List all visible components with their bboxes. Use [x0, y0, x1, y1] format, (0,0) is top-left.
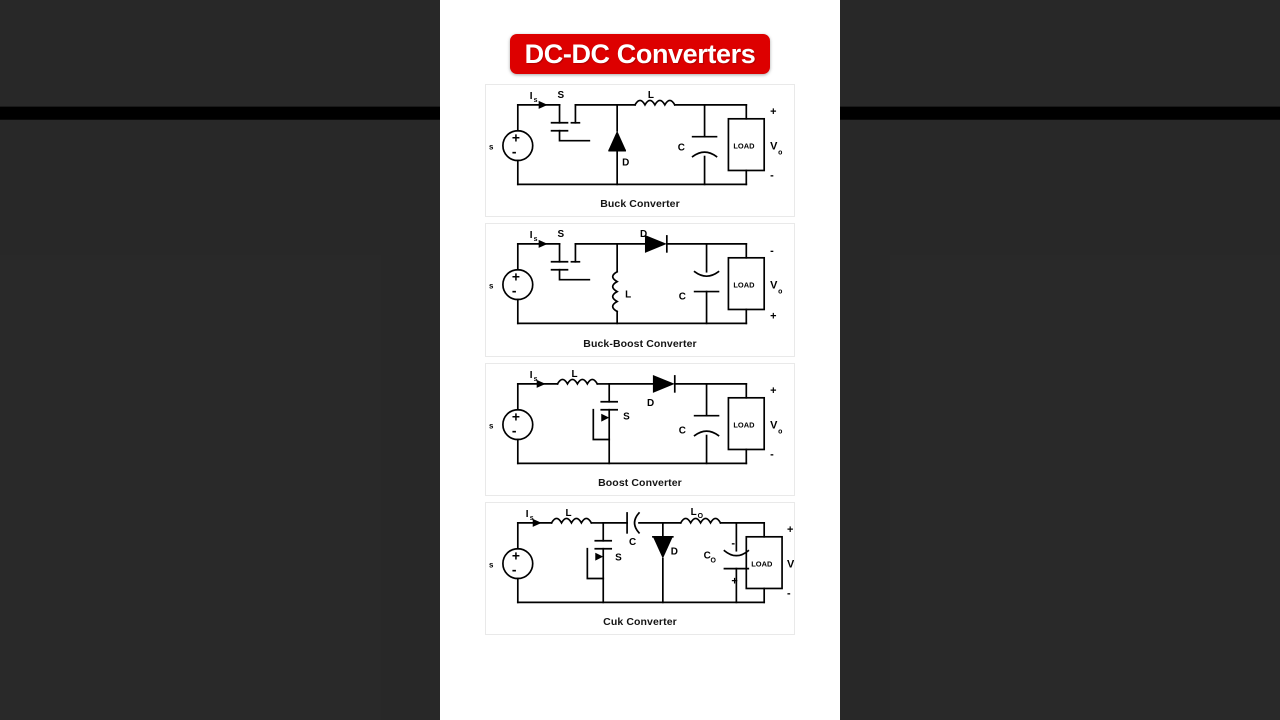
- svg-text:S: S: [623, 411, 630, 422]
- svg-text:LOAD: LOAD: [733, 281, 755, 290]
- svg-text:+: +: [770, 106, 776, 118]
- svg-text:+: +: [512, 408, 520, 424]
- svg-text:L: L: [565, 508, 571, 519]
- buck-circuit-diagram: s + - I s S L D C LOAD + V o -: [489, 90, 782, 186]
- content-column: DC-DC Converters: [440, 0, 840, 720]
- converter-card-boost[interactable]: s + - I s L S D C LOAD + V o -: [485, 362, 795, 496]
- svg-text:I: I: [530, 91, 533, 102]
- svg-text:-: -: [731, 538, 735, 550]
- boost-circuit-diagram: s + - I s L S D C LOAD + V o -: [489, 369, 782, 464]
- boost-caption: Boost Converter: [598, 476, 682, 489]
- svg-text:-: -: [512, 283, 517, 299]
- cuk-circuit-diagram: s + - I s L S C D L O C O - +: [489, 507, 794, 604]
- svg-text:V: V: [770, 280, 778, 292]
- svg-text:-: -: [787, 587, 791, 599]
- buck-boost-circuit-diagram: s + - I s S D L C LOAD - V o +: [489, 229, 782, 325]
- svg-text:o: o: [778, 150, 782, 157]
- svg-text:s: s: [530, 515, 534, 522]
- svg-text:L: L: [571, 369, 577, 380]
- svg-text:s: s: [489, 560, 494, 569]
- svg-text:D: D: [622, 157, 629, 168]
- svg-text:o: o: [778, 289, 782, 296]
- cuk-caption: Cuk Converter: [603, 616, 677, 629]
- svg-text:LOAD: LOAD: [733, 142, 755, 151]
- svg-text:C: C: [704, 551, 711, 562]
- buck-source-label: s: [489, 143, 494, 152]
- svg-text:+: +: [787, 524, 793, 536]
- svg-text:-: -: [512, 144, 517, 160]
- svg-text:I: I: [526, 509, 529, 520]
- svg-text:+: +: [512, 547, 520, 563]
- svg-text:L: L: [691, 507, 697, 518]
- svg-text:+: +: [770, 384, 776, 396]
- svg-text:I: I: [530, 369, 533, 380]
- page-title: DC-DC Converters: [524, 38, 756, 69]
- converter-card-buck-boost[interactable]: s + - I s S D L C LOAD - V o +: [485, 223, 795, 357]
- svg-text:LOAD: LOAD: [751, 559, 773, 568]
- svg-text:C: C: [679, 425, 686, 436]
- converter-card-list: s + - I s S L D C LOAD + V o -: [485, 84, 795, 641]
- svg-text:D: D: [647, 397, 654, 408]
- svg-text:S: S: [615, 552, 622, 563]
- svg-text:C: C: [679, 292, 686, 303]
- svg-text:O: O: [711, 557, 717, 564]
- svg-text:C: C: [629, 537, 636, 548]
- svg-text:-: -: [512, 422, 517, 438]
- svg-text:-: -: [770, 448, 774, 460]
- converter-card-buck[interactable]: s + - I s S L D C LOAD + V o -: [485, 84, 795, 218]
- svg-text:O: O: [698, 513, 704, 520]
- svg-text:L: L: [625, 290, 631, 301]
- svg-text:+: +: [731, 575, 737, 587]
- svg-text:s: s: [489, 282, 494, 291]
- svg-text:S: S: [558, 229, 565, 240]
- svg-text:C: C: [678, 143, 685, 154]
- svg-text:s: s: [534, 236, 538, 243]
- svg-text:o: o: [778, 428, 782, 435]
- svg-text:s: s: [534, 97, 538, 104]
- svg-text:s: s: [489, 421, 494, 430]
- svg-text:+: +: [770, 311, 776, 323]
- svg-text:s: s: [534, 375, 538, 382]
- buck-boost-caption: Buck-Boost Converter: [583, 337, 697, 350]
- svg-text:LOAD: LOAD: [733, 420, 755, 429]
- converter-card-cuk[interactable]: s + - I s L S C D L O C O - +: [485, 501, 795, 636]
- svg-text:D: D: [640, 229, 647, 240]
- svg-text:L: L: [648, 90, 654, 101]
- svg-text:V: V: [787, 558, 794, 570]
- svg-text:I: I: [530, 230, 533, 241]
- svg-text:D: D: [671, 547, 678, 558]
- svg-text:-: -: [512, 561, 517, 577]
- svg-text:S: S: [558, 90, 565, 101]
- svg-text:-: -: [770, 169, 774, 181]
- svg-text:+: +: [512, 130, 520, 146]
- svg-text:V: V: [770, 419, 778, 431]
- svg-text:-: -: [770, 245, 774, 257]
- buck-caption: Buck Converter: [600, 198, 680, 211]
- page-title-banner: DC-DC Converters: [510, 34, 770, 74]
- svg-text:V: V: [770, 141, 778, 153]
- svg-text:+: +: [512, 269, 520, 285]
